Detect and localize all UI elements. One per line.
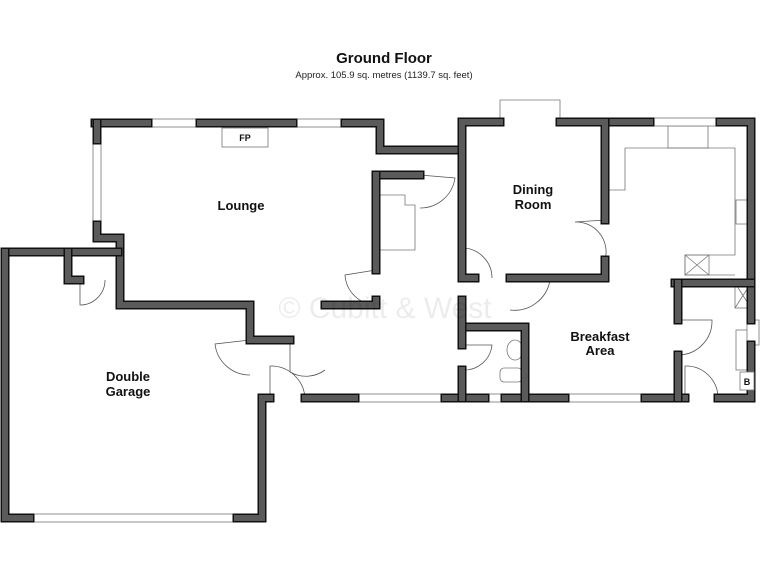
- floor-title: Ground Floor: [336, 50, 432, 67]
- bay-window: [499, 99, 561, 122]
- kitchen-worktop: [605, 148, 626, 191]
- staircase: [380, 194, 416, 251]
- wall: [342, 120, 461, 153]
- wall: [234, 395, 273, 521]
- window: [92, 139, 102, 226]
- appliance-cross: [684, 254, 710, 276]
- door-swing: [509, 277, 551, 311]
- window: [292, 118, 346, 128]
- window: [564, 393, 646, 403]
- room-label-breakfast-2: Area: [586, 343, 616, 358]
- wall: [322, 297, 379, 308]
- window: [649, 117, 721, 127]
- appliance-space: [684, 254, 710, 276]
- wall: [717, 119, 754, 323]
- wall: [715, 342, 754, 401]
- door-swing: [677, 319, 713, 356]
- fireplace: [221, 127, 269, 148]
- wall: [459, 324, 528, 401]
- wc-toilet: [499, 367, 523, 383]
- wall: [65, 249, 83, 283]
- room-label-breakfast-1: Breakfast: [570, 329, 630, 344]
- room-label-garage-1: Double: [106, 369, 150, 384]
- wall-outline: [0, 247, 35, 523]
- window: [29, 513, 238, 523]
- fireplace-label: FP: [239, 133, 251, 143]
- window: [354, 393, 446, 403]
- wall: [557, 119, 608, 223]
- wall-outline: [555, 117, 610, 225]
- door-swing: [289, 340, 326, 377]
- wall: [459, 119, 503, 281]
- walls: [0, 117, 756, 523]
- wall-outline: [340, 118, 463, 155]
- door-swing: [269, 365, 306, 399]
- fixtures: [380, 125, 752, 383]
- kitchen-sink: [667, 125, 709, 149]
- door-swing: [79, 279, 106, 306]
- wall-outline: [457, 322, 530, 403]
- wall-outline: [92, 220, 295, 345]
- room-label-lounge: Lounge: [218, 198, 265, 213]
- wall: [2, 249, 33, 521]
- window: [147, 118, 201, 128]
- boiler: [739, 371, 755, 391]
- door-swing: [419, 174, 456, 209]
- wall-outline: [232, 393, 275, 523]
- wall: [507, 257, 608, 281]
- room-label-dining-1: Dining: [513, 182, 553, 197]
- door-swing: [574, 219, 607, 261]
- kitchen-worktop: [625, 147, 736, 276]
- floor-area: Approx. 105.9 sq. metres (1139.7 sq. fee…: [295, 70, 473, 81]
- door-swing: [461, 344, 493, 371]
- door-swing: [214, 339, 251, 376]
- boiler-label: B: [744, 377, 751, 387]
- watermark: © Cubitt & West: [278, 292, 492, 325]
- door-swing: [684, 365, 719, 399]
- room-label-garage-2: Garage: [106, 384, 151, 399]
- room-label-dining-2: Room: [515, 197, 552, 212]
- doors: [79, 174, 719, 399]
- wall: [94, 222, 293, 343]
